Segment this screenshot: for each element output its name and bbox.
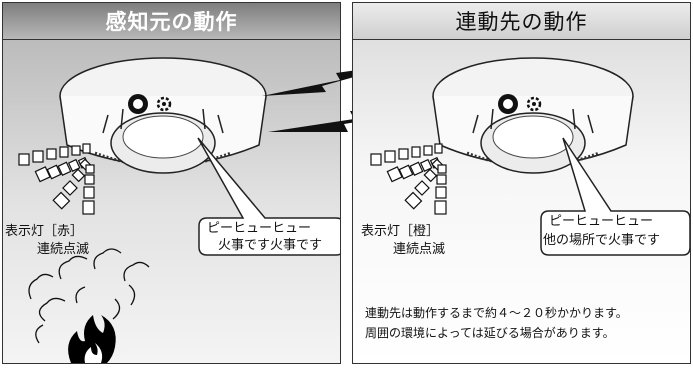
delay-note-line-2: 周囲の環境によっては延びる場合があります。 (365, 326, 615, 340)
indicator-light-rays (370, 143, 447, 215)
delay-note-line-1: 連動先は動作するまで約４～２０秒かかります。 (365, 306, 628, 320)
indicator-light-rays (18, 143, 95, 215)
linked-detector-illustration (370, 57, 690, 256)
speech-line-1: ピーヒューヒュー (207, 221, 312, 236)
smoke-detector-icon (432, 57, 634, 174)
speech-bubble-icon (540, 137, 690, 256)
indicator-label-red: 表示灯［赤］ (5, 224, 84, 239)
origin-detector-illustration (18, 57, 340, 363)
brand-mark-icon (498, 94, 518, 114)
indicator-label-orange: 表示灯［橙］ (361, 224, 440, 239)
linked-panel-title: 連動先の動作 (353, 3, 690, 40)
fire-icon (68, 315, 116, 363)
indicator-state: 連続点滅 (393, 242, 446, 257)
smoke-icon (28, 248, 150, 344)
gear-icon (156, 96, 172, 112)
smoke-detector-icon (59, 57, 267, 174)
speech-line-2: 火事です火事です (218, 238, 323, 253)
brand-mark-icon (128, 94, 148, 114)
speech-line-2: 他の場所で火事です (543, 233, 661, 248)
indicator-state: 連続点滅 (37, 242, 90, 257)
origin-detector-panel: 感知元の動作 (2, 2, 341, 364)
speech-bubble-icon (197, 137, 340, 256)
linked-detector-panel: 連動先の動作 (352, 2, 691, 364)
origin-panel-title: 感知元の動作 (3, 3, 340, 40)
speech-line-1: ピーヒューヒュー (549, 214, 654, 229)
gear-icon (526, 96, 542, 112)
